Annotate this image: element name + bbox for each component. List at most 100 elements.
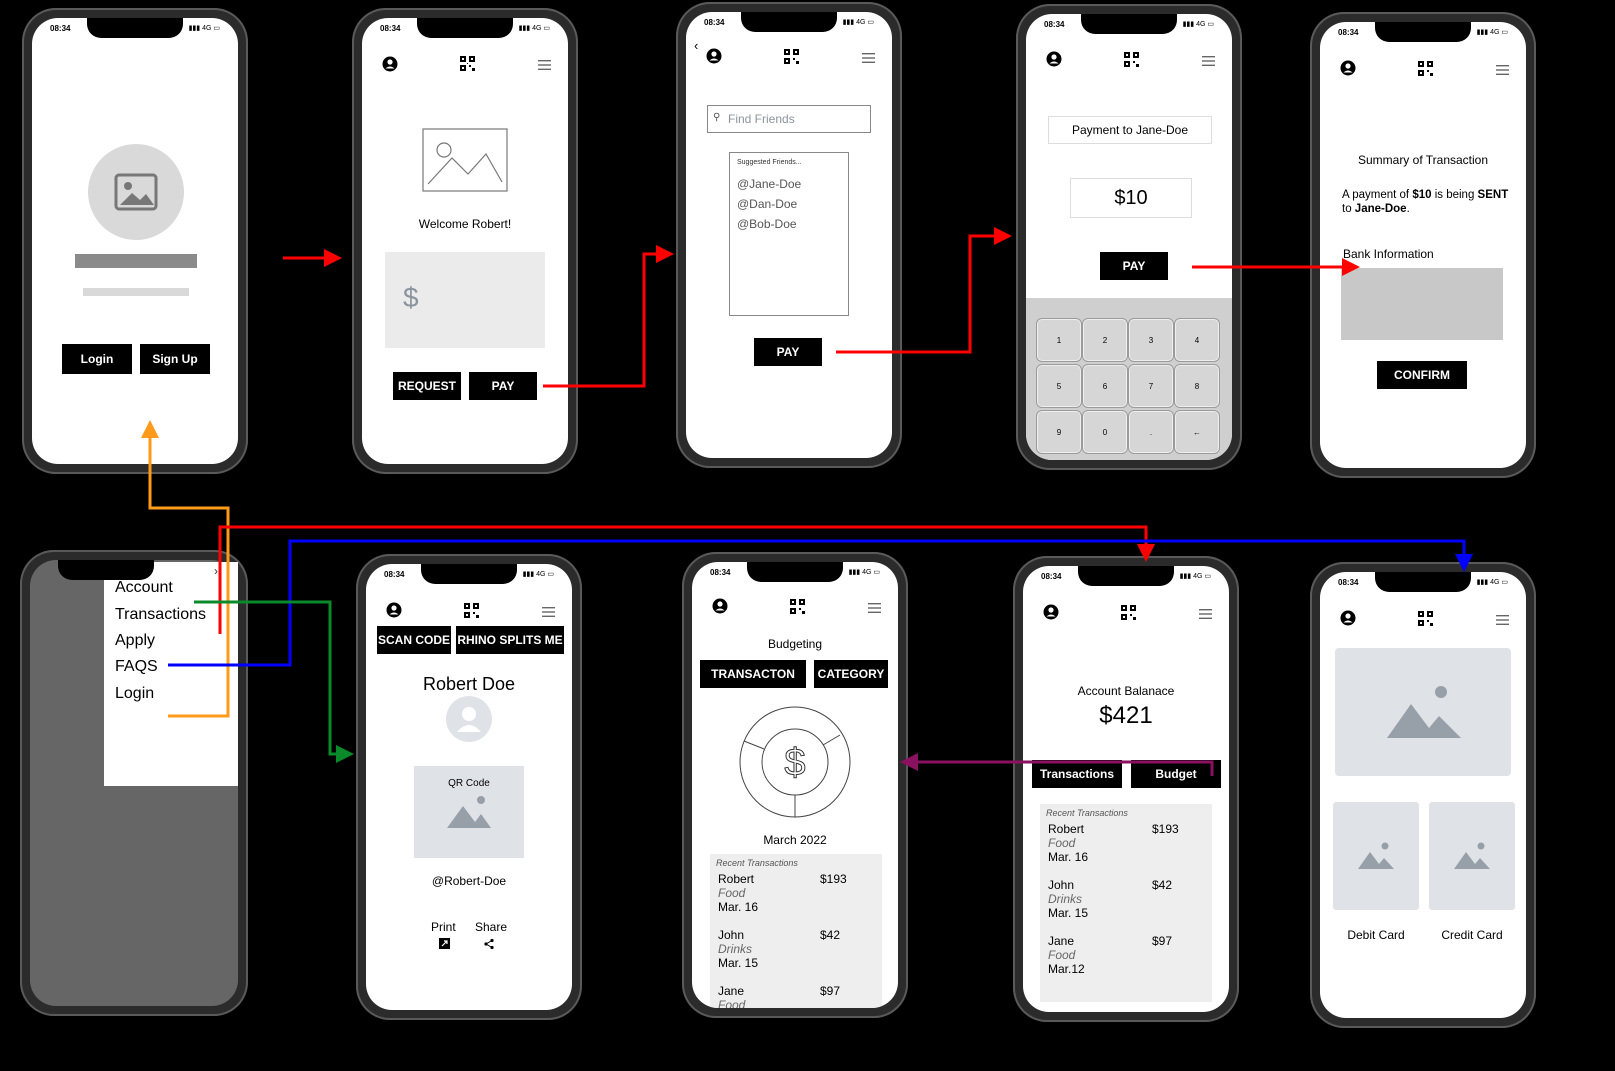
user-icon[interactable]	[1340, 60, 1356, 76]
pay-button[interactable]: PAY	[1100, 252, 1168, 280]
login-button[interactable]: Login	[62, 344, 132, 374]
menu-item-account[interactable]: Account	[115, 579, 173, 596]
budget-donut-chart[interactable]: $	[738, 705, 852, 819]
print-label[interactable]: Print	[431, 920, 456, 934]
recent-transactions-title: Recent Transactions	[1046, 808, 1128, 818]
key-2[interactable]: 2	[1082, 318, 1128, 362]
qr-code-icon[interactable]	[464, 603, 479, 618]
user-icon[interactable]	[1046, 51, 1062, 67]
friend-item[interactable]: @Dan-Doe	[737, 197, 798, 211]
chevron-right-icon[interactable]: ›	[214, 564, 218, 578]
status-signal: ▮▮▮ 4G ▭	[1179, 573, 1211, 580]
transactions-button[interactable]: Transactions	[1032, 760, 1122, 788]
menu-icon[interactable]	[1496, 615, 1509, 625]
pay-button[interactable]: PAY	[754, 338, 822, 366]
key-5[interactable]: 5	[1036, 364, 1082, 408]
home-screen: 08:34▮▮▮ 4G ▭ Welcome Robert! $ REQUEST …	[362, 18, 568, 464]
menu-item-login[interactable]: Login	[115, 685, 155, 702]
scan-code-button[interactable]: SCAN CODE	[377, 626, 451, 654]
pay-button[interactable]: PAY	[469, 372, 537, 400]
qr-code-icon[interactable]	[1418, 611, 1433, 626]
key-3[interactable]: 3	[1128, 318, 1174, 362]
menu-icon[interactable]	[862, 53, 875, 63]
status-signal: ▮▮▮ 4G ▭	[1476, 579, 1508, 586]
key-6[interactable]: 6	[1082, 364, 1128, 408]
image-icon	[1454, 842, 1490, 869]
menu-icon[interactable]	[538, 60, 551, 70]
hero-image-placeholder	[1335, 648, 1511, 776]
budget-month: March 2022	[763, 833, 827, 847]
qr-code-icon[interactable]	[1124, 52, 1139, 67]
menu-icon[interactable]	[868, 603, 881, 613]
find-friends-search[interactable]: ⚲ Find Friends	[707, 105, 871, 133]
qr-code-icon[interactable]	[1121, 605, 1136, 620]
signup-button[interactable]: Sign Up	[140, 344, 210, 374]
menu-icon[interactable]	[1496, 65, 1509, 75]
confirm-button[interactable]: CONFIRM	[1377, 361, 1467, 389]
friend-item[interactable]: @Bob-Doe	[737, 217, 797, 231]
transaction-amount: $97	[820, 984, 841, 998]
key-7[interactable]: 7	[1128, 364, 1174, 408]
bank-info-box[interactable]	[1341, 268, 1503, 340]
request-button[interactable]: REQUEST	[393, 372, 461, 400]
key-9[interactable]: 9	[1036, 410, 1082, 454]
qr-code-icon[interactable]	[1418, 61, 1433, 76]
qr-code-icon[interactable]	[784, 49, 799, 64]
search-input[interactable]: Find Friends	[728, 112, 795, 126]
friend-item[interactable]: @Jane-Doe	[737, 177, 802, 191]
menu-item-transactions[interactable]: Transactions	[115, 606, 206, 623]
user-icon[interactable]	[712, 598, 728, 614]
key-1[interactable]: 1	[1036, 318, 1082, 362]
balance-label: Account Balanace	[1077, 684, 1175, 698]
transaction-tab[interactable]: TRANSACTON	[700, 660, 806, 688]
notch	[87, 18, 183, 38]
share-icon[interactable]	[483, 938, 495, 950]
bank-info-label: Bank Information	[1343, 247, 1434, 261]
status-time: 08:34	[1041, 572, 1062, 581]
category-tab[interactable]: CATEGORY	[814, 660, 888, 688]
transaction-amount: $193	[1152, 822, 1179, 836]
rhino-splits-me-button[interactable]: RHINO SPLITS ME	[456, 626, 564, 654]
menu-icon[interactable]	[1202, 56, 1215, 66]
menu-icon[interactable]	[1199, 609, 1212, 619]
user-icon[interactable]	[382, 56, 398, 72]
user-icon[interactable]	[1043, 604, 1059, 620]
menu-item-faqs[interactable]: FAQS	[115, 658, 158, 675]
suggested-friends-list: Suggested Friends... @Jane-Doe @Dan-Doe …	[729, 152, 849, 316]
key-decimal[interactable]: .	[1128, 410, 1174, 454]
key-4[interactable]: 4	[1174, 318, 1220, 362]
phone-side-menu: › Account Transactions Apply FAQS Login	[20, 550, 248, 1016]
key-0[interactable]: 0	[1082, 410, 1128, 454]
debit-card-label: Debit Card	[1347, 928, 1405, 942]
notch	[58, 560, 154, 580]
phone-login: 08:34▮▮▮ 4G ▭ Login Sign Up	[22, 8, 248, 474]
user-icon[interactable]	[706, 48, 722, 64]
share-label[interactable]: Share	[475, 920, 508, 934]
key-backspace[interactable]: ←	[1174, 410, 1220, 454]
payment-title: Payment to Jane-Doe	[1048, 116, 1212, 144]
budget-button[interactable]: Budget	[1131, 760, 1221, 788]
menu-icon[interactable]	[542, 607, 555, 617]
key-8[interactable]: 8	[1174, 364, 1220, 408]
amount-display[interactable]: $10	[1070, 178, 1192, 218]
phone-home: 08:34▮▮▮ 4G ▭ Welcome Robert! $ REQUEST …	[352, 8, 578, 474]
notch	[1375, 572, 1471, 592]
user-icon[interactable]	[386, 602, 402, 618]
search-icon: ⚲	[713, 112, 721, 123]
print-icon[interactable]	[439, 938, 450, 949]
qr-code-icon[interactable]	[790, 599, 805, 614]
back-chevron-icon[interactable]: ‹	[694, 38, 699, 53]
user-icon[interactable]	[1340, 610, 1356, 626]
qr-code-icon[interactable]	[460, 56, 475, 71]
debit-card-image[interactable]	[1333, 802, 1419, 910]
credit-card-image[interactable]	[1429, 802, 1515, 910]
menu-item-apply[interactable]: Apply	[115, 632, 156, 649]
status-time: 08:34	[384, 570, 405, 579]
qr-code-card[interactable]: QR Code	[414, 766, 524, 858]
